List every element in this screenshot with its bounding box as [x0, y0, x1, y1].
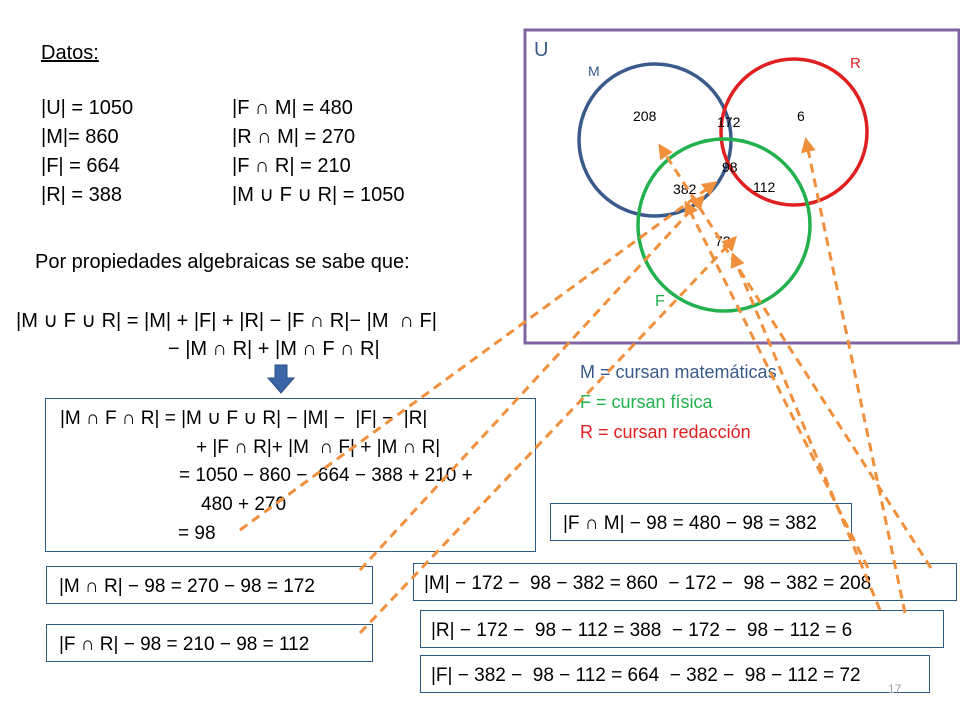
- box-m-inter-r-text: |M ∩ R| − 98 = 270 − 98 = 172: [59, 576, 315, 597]
- datos-title: Datos:: [41, 42, 99, 64]
- region-m-r: 172: [717, 114, 741, 130]
- derivation-line-5: = 98: [178, 523, 216, 544]
- region-f-r: 112: [753, 179, 776, 195]
- datos-fr: |F ∩ R| = 210: [232, 155, 351, 177]
- region-only-m: 208: [633, 108, 657, 124]
- region-only-r: 6: [797, 108, 805, 124]
- label-m: M: [588, 63, 600, 79]
- datos-r: |R| = 388: [41, 184, 122, 206]
- page-number: 17: [888, 682, 902, 696]
- label-r: R: [850, 55, 861, 72]
- box-m-inter-r: |M ∩ R| − 98 = 270 − 98 = 172: [46, 566, 373, 604]
- box-f-inter-r: |F ∩ R| − 98 = 210 − 98 = 112: [46, 624, 373, 662]
- region-m-f-r: 98: [722, 159, 738, 175]
- label-u: U: [534, 39, 548, 61]
- box-f-inter-r-text: |F ∩ R| − 98 = 210 − 98 = 112: [59, 634, 310, 655]
- datos-u: |U| = 1050: [41, 97, 134, 119]
- datos-f: |F| = 664: [41, 155, 120, 177]
- region-m-f: 382: [673, 181, 697, 197]
- datos-fm: |F ∩ M| = 480: [232, 97, 353, 119]
- region-only-f: 72: [715, 233, 731, 249]
- box-only-f: |F| − 382 − 98 − 112 = 664 − 382 − 98 − …: [420, 655, 930, 693]
- label-f: F: [655, 293, 665, 310]
- datos-rm: |R ∩ M| = 270: [232, 126, 356, 148]
- circle-r: [719, 57, 869, 207]
- datos-m: |M|= 860: [41, 126, 119, 148]
- box-only-f-text: |F| − 382 − 98 − 112 = 664 − 382 − 98 − …: [431, 665, 861, 686]
